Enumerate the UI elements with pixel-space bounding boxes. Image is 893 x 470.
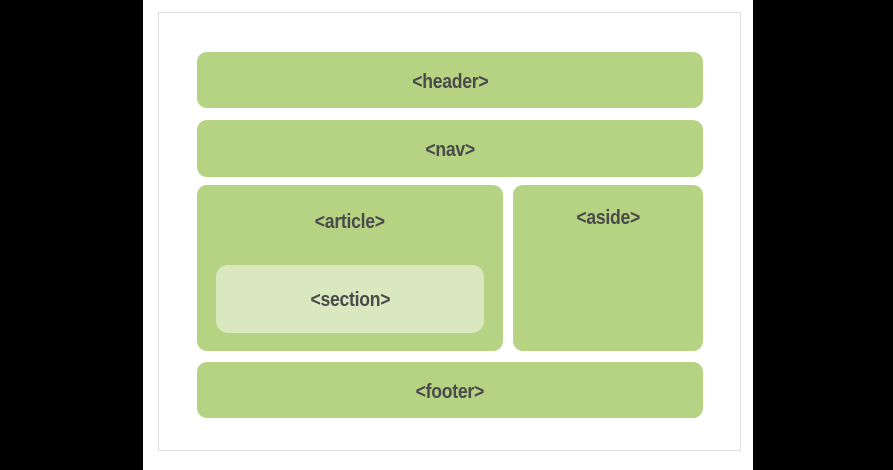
footer-box: <footer> bbox=[197, 362, 703, 418]
aside-box: <aside> bbox=[513, 185, 703, 351]
article-box: <article> <section> bbox=[197, 185, 503, 351]
nav-label: <nav> bbox=[425, 139, 475, 161]
header-label: <header> bbox=[411, 70, 489, 93]
diagram-frame: <header> <nav> <article> <section> <asid… bbox=[158, 12, 741, 451]
section-box: <section> bbox=[216, 265, 484, 333]
aside-label: <aside> bbox=[576, 207, 640, 229]
section-label: <section> bbox=[310, 288, 390, 311]
page-background: <header> <nav> <article> <section> <asid… bbox=[143, 0, 753, 470]
header-box: <header> bbox=[197, 52, 703, 108]
footer-label: <footer> bbox=[415, 380, 485, 403]
nav-box: <nav> bbox=[197, 120, 703, 177]
article-label: <article> bbox=[314, 211, 386, 233]
